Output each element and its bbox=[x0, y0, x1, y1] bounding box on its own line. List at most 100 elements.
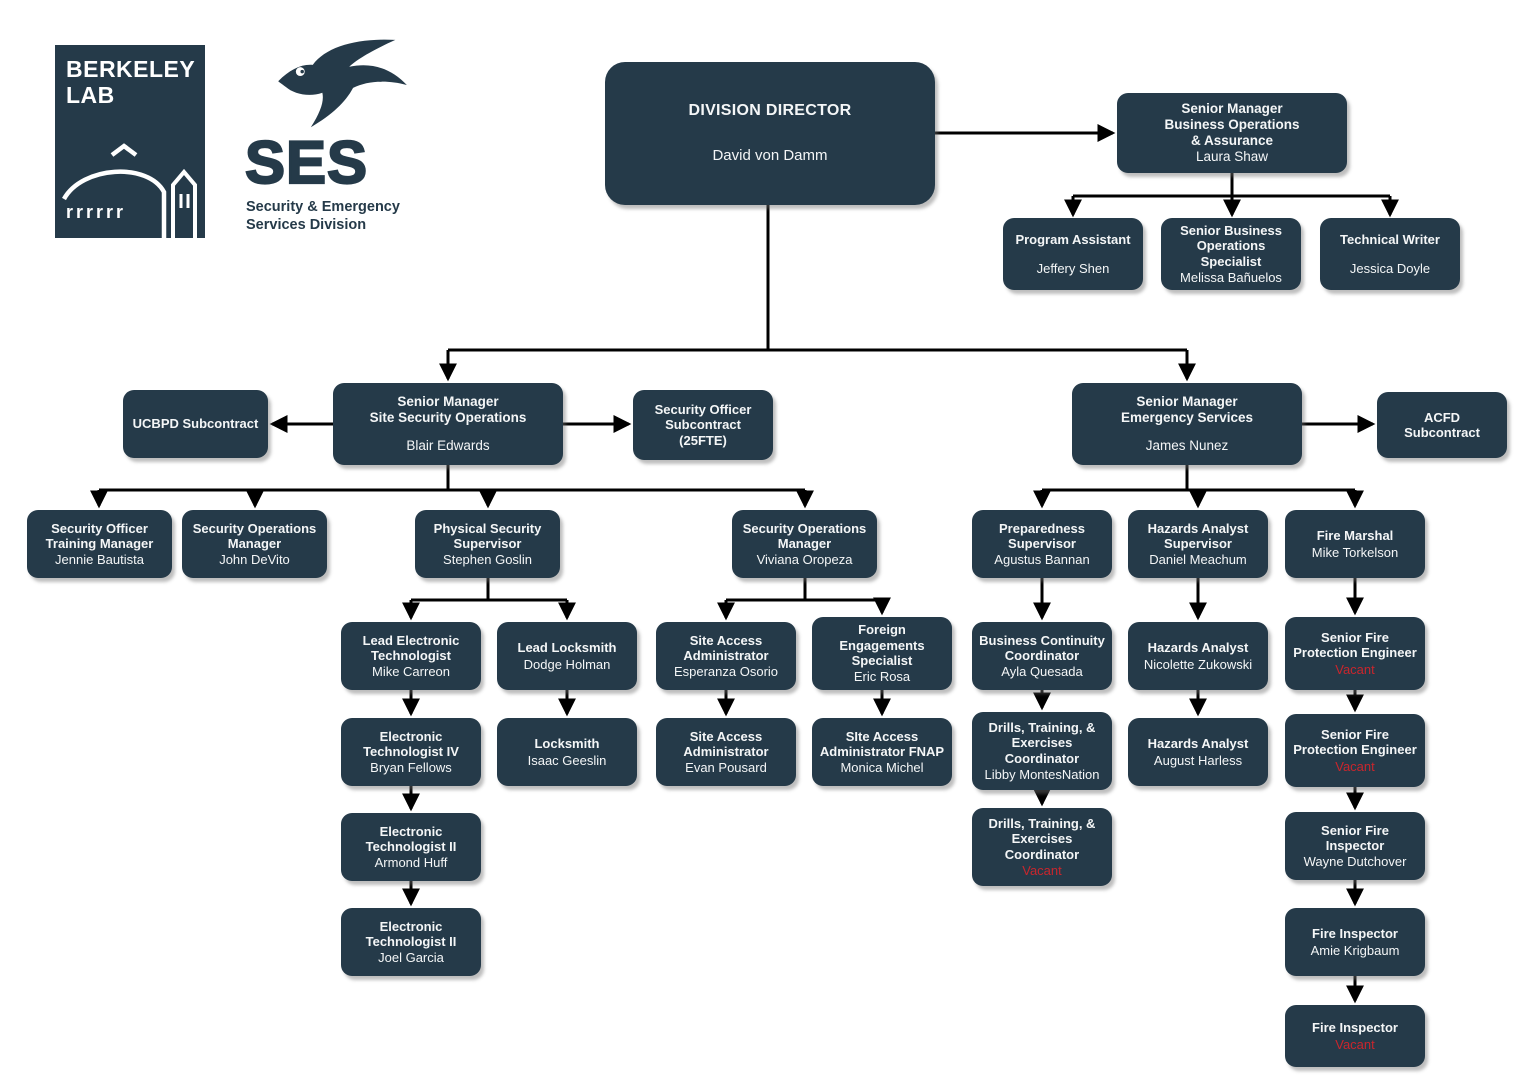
org-node-lead-locksmith: Lead Locksmith Dodge Holman bbox=[497, 622, 637, 690]
node-title: Fire Inspector bbox=[1312, 1020, 1398, 1036]
berkeley-lab-logo: BERKELEY LAB rrrrrr bbox=[55, 45, 205, 238]
org-node-drills-training-exercises-coordinator-1: Drills, Training, & Exercises Coordinato… bbox=[972, 712, 1112, 790]
node-title: Electronic Technologist IV bbox=[363, 728, 459, 759]
org-node-lead-electronic-technologist: Lead Electronic Technologist Mike Carreo… bbox=[341, 622, 481, 690]
node-person: James Nunez bbox=[1145, 438, 1229, 454]
org-node-business-continuity-coordinator: Business Continuity Coordinator Ayla Que… bbox=[972, 622, 1112, 690]
berkeley-lab-line1: BERKELEY bbox=[66, 56, 196, 82]
ses-acronym: SES bbox=[244, 129, 369, 196]
org-node-ucbpd-subcontract: UCBPD Subcontract bbox=[123, 390, 268, 458]
node-title: Hazards Analyst bbox=[1147, 736, 1249, 752]
node-title: Business Continuity Coordinator bbox=[979, 632, 1105, 663]
node-person: Blair Edwards bbox=[406, 438, 490, 454]
org-node-security-officer-training-manager: Security Officer Training Manager Jennie… bbox=[27, 510, 172, 578]
node-person: Daniel Meachum bbox=[1149, 552, 1247, 568]
node-person: Evan Pousard bbox=[685, 760, 767, 776]
node-person: Nicolette Zukowski bbox=[1143, 656, 1253, 672]
node-title: Technical Writer bbox=[1340, 232, 1440, 248]
org-node-site-access-administrator-1: Site Access Administrator Esperanza Osor… bbox=[656, 622, 796, 690]
org-node-site-access-administrator-fnap: SIte Access Administrator FNAP Monica Mi… bbox=[812, 718, 952, 786]
org-node-electronic-technologist-ii-1: Electronic Technologist II Armond Huff bbox=[341, 813, 481, 881]
ses-bird-icon bbox=[277, 39, 407, 128]
node-person: Mike Carreon bbox=[371, 664, 451, 680]
org-node-sr-mgr-emergency-services: Senior Manager Emergency Services James … bbox=[1072, 383, 1302, 465]
node-title: Locksmith bbox=[534, 736, 600, 752]
node-title: DIVISION DIRECTOR bbox=[688, 102, 852, 120]
node-title: Program Assistant bbox=[1015, 232, 1131, 248]
node-title: Security Operations Manager bbox=[192, 520, 317, 551]
node-person: Libby MontesNation bbox=[984, 766, 1100, 782]
ses-tagline-line2: Services Division bbox=[246, 217, 367, 234]
node-title: Site Access Administrator bbox=[683, 632, 769, 663]
node-person: Wayne Dutchover bbox=[1303, 854, 1407, 870]
node-person: Laura Shaw bbox=[1195, 149, 1269, 165]
org-node-drills-training-exercises-coordinator-2: Drills, Training, & Exercises Coordinato… bbox=[972, 808, 1112, 886]
org-node-division-director: DIVISION DIRECTOR David von Damm bbox=[605, 62, 935, 205]
berkeley-building-icon: rrrrrr bbox=[62, 143, 197, 238]
node-person: Agustus Bannan bbox=[994, 552, 1090, 568]
org-node-technical-writer: Technical Writer Jessica Doyle bbox=[1320, 218, 1460, 290]
node-person-vacant: Vacant bbox=[1335, 758, 1375, 774]
node-person: August Harless bbox=[1153, 752, 1243, 768]
node-title: Senior Manager Business Operations & Ass… bbox=[1164, 100, 1300, 148]
org-node-site-access-administrator-2: Site Access Administrator Evan Pousard bbox=[656, 718, 796, 786]
node-person: David von Damm bbox=[712, 147, 828, 165]
node-person: Melissa Bañuelos bbox=[1180, 269, 1282, 285]
org-node-hazards-analyst-2: Hazards Analyst August Harless bbox=[1128, 718, 1268, 786]
org-node-sr-business-operations-specialist: Senior Business Operations Specialist Me… bbox=[1161, 218, 1301, 290]
node-person: Monica Michel bbox=[840, 760, 924, 776]
node-title: Site Access Administrator bbox=[683, 728, 769, 759]
node-title: Foreign Engagements Specialist bbox=[839, 622, 925, 668]
node-person: Bryan Fellows bbox=[370, 760, 452, 776]
node-title: Lead Locksmith bbox=[517, 640, 617, 656]
node-person: Joel Garcia bbox=[378, 950, 444, 966]
org-node-electronic-technologist-iv: Electronic Technologist IV Bryan Fellows bbox=[341, 718, 481, 786]
node-title: Hazards Analyst Supervisor bbox=[1147, 520, 1249, 551]
node-person: Viviana Oropeza bbox=[756, 552, 853, 568]
org-node-program-assistant: Program Assistant Jeffery Shen bbox=[1003, 218, 1143, 290]
node-title: Physical Security Supervisor bbox=[433, 520, 542, 551]
node-title: Lead Electronic Technologist bbox=[362, 632, 460, 663]
node-person: Isaac Geeslin bbox=[527, 752, 607, 768]
node-person: Stephen Goslin bbox=[443, 552, 532, 568]
node-person-vacant: Vacant bbox=[1335, 661, 1375, 677]
org-node-fire-inspector-1: Fire Inspector Amie Krigbaum bbox=[1285, 908, 1425, 976]
node-title: Preparedness Supervisor bbox=[999, 520, 1085, 551]
node-title: Fire Inspector bbox=[1312, 926, 1398, 942]
svg-text:rrrrrr: rrrrrr bbox=[66, 202, 126, 222]
org-node-preparedness-supervisor: Preparedness Supervisor Agustus Bannan bbox=[972, 510, 1112, 578]
org-node-foreign-engagements-specialist: Foreign Engagements Specialist Eric Rosa bbox=[812, 617, 952, 690]
node-person: Amie Krigbaum bbox=[1310, 942, 1400, 958]
node-title: Senior Fire Inspector bbox=[1321, 822, 1389, 853]
node-title: Senior Fire Protection Engineer bbox=[1293, 630, 1417, 661]
node-title: Fire Marshal bbox=[1316, 528, 1394, 544]
org-node-security-officer-subcontract: Security Officer Subcontract (25FTE) bbox=[633, 390, 773, 460]
org-node-security-operations-manager-1: Security Operations Manager John DeVito bbox=[182, 510, 327, 578]
node-person: Jennie Bautista bbox=[55, 552, 144, 568]
ses-logo: SES Security & Emergency Services Divisi… bbox=[243, 38, 418, 234]
org-node-senior-fire-protection-engineer-1: Senior Fire Protection Engineer Vacant bbox=[1285, 617, 1425, 690]
node-person: Eric Rosa bbox=[853, 669, 911, 685]
org-node-senior-fire-inspector: Senior Fire Inspector Wayne Dutchover bbox=[1285, 812, 1425, 880]
org-node-sr-mgr-site-security-operations: Senior Manager Site Security Operations … bbox=[333, 383, 563, 465]
org-node-acfd-subcontract: ACFD Subcontract bbox=[1377, 392, 1507, 458]
org-node-fire-marshal: Fire Marshal Mike Torkelson bbox=[1285, 510, 1425, 578]
node-title: Senior Fire Protection Engineer bbox=[1293, 727, 1417, 758]
org-node-physical-security-supervisor: Physical Security Supervisor Stephen Gos… bbox=[415, 510, 560, 578]
node-title: SIte Access Administrator FNAP bbox=[819, 728, 945, 759]
node-title: Electronic Technologist II bbox=[365, 823, 457, 854]
node-person: Jeffery Shen bbox=[1036, 260, 1110, 276]
node-title: Security Operations Manager bbox=[742, 520, 867, 551]
node-person-vacant: Vacant bbox=[1335, 1036, 1375, 1052]
node-title: ACFD Subcontract bbox=[1404, 409, 1480, 440]
node-title: Electronic Technologist II bbox=[365, 918, 457, 949]
org-node-hazards-analyst-supervisor: Hazards Analyst Supervisor Daniel Meachu… bbox=[1128, 510, 1268, 578]
node-person: Ayla Quesada bbox=[1001, 664, 1083, 680]
org-node-fire-inspector-2: Fire Inspector Vacant bbox=[1285, 1005, 1425, 1067]
node-title: Security Officer Subcontract (25FTE) bbox=[654, 402, 752, 448]
node-title: Senior Business Operations Specialist bbox=[1180, 222, 1282, 269]
org-node-senior-fire-protection-engineer-2: Senior Fire Protection Engineer Vacant bbox=[1285, 714, 1425, 787]
connector-lines bbox=[90, 124, 1399, 1004]
